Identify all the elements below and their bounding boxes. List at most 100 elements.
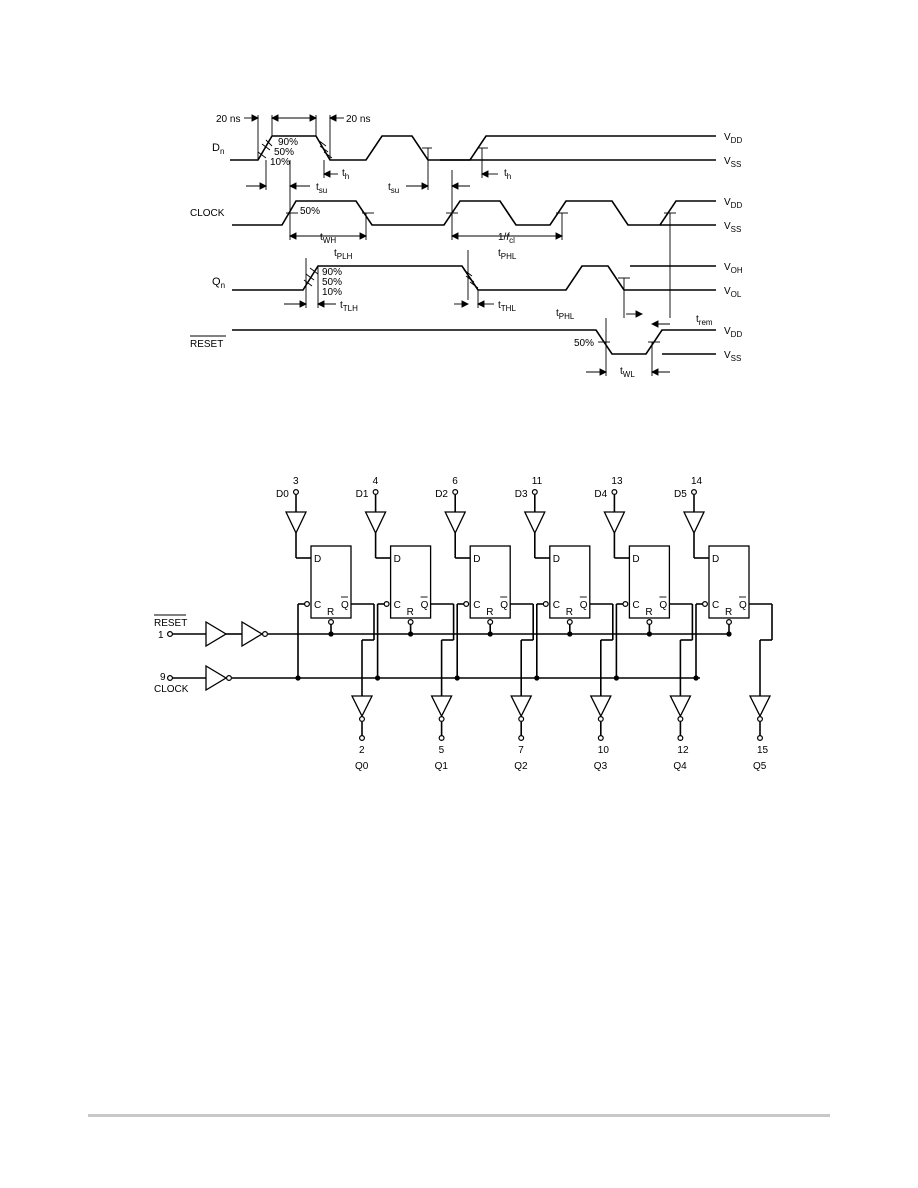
pct-90-dn: 90%	[278, 137, 298, 148]
ff-r-label: R	[486, 607, 493, 618]
clock-input-pin: 9	[160, 672, 166, 683]
input-name: D4	[594, 489, 607, 500]
ff-c-label: C	[553, 600, 560, 611]
input-terminal	[611, 489, 618, 496]
ff-r-label: R	[407, 607, 414, 618]
output-terminal	[518, 734, 525, 741]
ff-d-label: D	[314, 554, 321, 565]
pct-10-dn: 10%	[270, 157, 290, 168]
input-pin-number: 4	[373, 476, 379, 487]
th-label-2: th	[504, 168, 511, 181]
output-buffer	[589, 695, 612, 718]
pct-50-qn: 50%	[322, 277, 342, 288]
fall-time-label: 20 ns	[346, 114, 370, 125]
ff-c-label: C	[394, 600, 401, 611]
vdd-dn: VDD	[724, 132, 742, 145]
ff-r-label: R	[645, 607, 652, 618]
clock-buffer	[205, 664, 228, 692]
ff-d-label: D	[632, 554, 639, 565]
ff-qbar-label: Q	[421, 600, 429, 611]
tsu-label-2: tsu	[388, 182, 399, 195]
output-buffer	[350, 695, 374, 718]
output-pin-number: 10	[598, 745, 610, 756]
ff-r-label: R	[725, 607, 732, 618]
vol-qn: VOL	[724, 286, 742, 299]
output-terminal	[597, 734, 604, 741]
output-terminal	[438, 734, 445, 741]
output-buffer	[669, 695, 692, 718]
ff-d-label: D	[712, 554, 719, 565]
output-name: Q0	[355, 761, 369, 772]
output-buffer	[430, 695, 453, 718]
voh-qn: VOH	[724, 262, 743, 275]
output-name: Q2	[514, 761, 528, 772]
pct-90-qn: 90%	[322, 267, 342, 278]
qn-label: Qn	[212, 276, 225, 290]
ff-r-label: R	[327, 607, 334, 618]
dimension-arrows	[244, 114, 670, 376]
tphl-label-reset: tPHL	[556, 308, 575, 321]
input-buffer	[682, 511, 706, 535]
input-buffer	[284, 511, 308, 535]
qn-waveform	[232, 265, 716, 291]
ff-d-label: D	[473, 554, 480, 565]
output-pin-number: 5	[439, 745, 445, 756]
ttlh-label: tTLH	[340, 300, 358, 313]
clock-waveform	[232, 200, 716, 226]
ff-d-label: D	[553, 554, 560, 565]
twh-label: tWH	[320, 232, 336, 245]
input-name: D3	[515, 489, 528, 500]
input-name: D5	[674, 489, 687, 500]
ff-d-label: D	[394, 554, 401, 565]
output-name: Q5	[753, 761, 767, 772]
input-name: D0	[276, 489, 289, 500]
input-pin-number: 11	[532, 476, 543, 487]
reset-waveform	[232, 329, 716, 355]
ff-qbar-label: Q	[341, 600, 349, 611]
output-buffer	[748, 695, 772, 718]
output-pin-number: 2	[359, 745, 365, 756]
flip-flop	[389, 545, 432, 619]
output-pin-number: 7	[518, 745, 524, 756]
th-label-1: th	[342, 168, 349, 181]
flip-flop	[310, 545, 352, 619]
input-buffer	[364, 511, 387, 535]
output-terminal	[359, 734, 366, 741]
reset-label: RESET	[190, 339, 223, 350]
vss-reset: VSS	[724, 350, 741, 363]
vdd-reset: VDD	[724, 326, 742, 339]
vss-clock: VSS	[724, 221, 741, 234]
pct-50-reset: 50%	[574, 338, 594, 349]
vss-dn: VSS	[724, 156, 741, 169]
reset-buffer-1	[205, 620, 228, 648]
output-terminal	[677, 734, 684, 741]
ff-qbar-label: Q	[580, 600, 588, 611]
input-terminal	[531, 489, 538, 496]
dn-waveform	[230, 135, 716, 161]
flip-flop	[628, 545, 671, 619]
extension-lines	[257, 115, 671, 376]
input-terminal	[372, 489, 379, 496]
flip-flop	[469, 545, 511, 619]
ff-c-label: C	[632, 600, 639, 611]
clock-label: CLOCK	[190, 208, 225, 219]
reset-pin-terminal	[167, 630, 174, 637]
tsu-label-1: tsu	[316, 182, 327, 195]
pct-50-clock: 50%	[300, 206, 320, 217]
input-name: D2	[435, 489, 448, 500]
input-terminal	[293, 489, 300, 496]
trem-label: trem	[696, 314, 713, 327]
output-pin-number: 15	[757, 745, 769, 756]
input-buffer	[444, 511, 467, 535]
pct-50-dn: 50%	[274, 147, 294, 158]
input-terminal	[452, 489, 459, 496]
output-name: Q3	[594, 761, 608, 772]
flip-flop	[549, 545, 591, 619]
clock-input-name: CLOCK	[154, 684, 189, 695]
output-buffer	[510, 695, 533, 718]
output-pin-number: 12	[677, 745, 689, 756]
input-pin-number: 3	[293, 476, 299, 487]
output-name: Q4	[673, 761, 687, 772]
timing-diagram: Dn CLOCK Qn RESET VDD VSS VDD VSS VOH VO…	[190, 114, 743, 379]
ff-c-label: C	[712, 600, 719, 611]
